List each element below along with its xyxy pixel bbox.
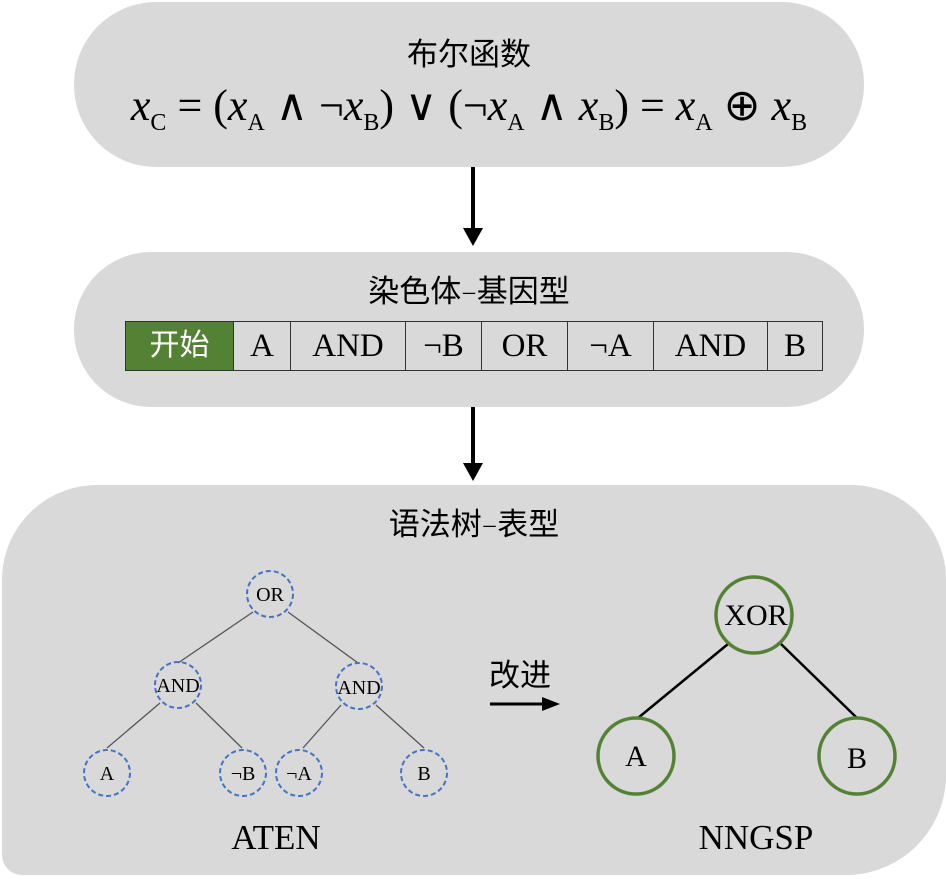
sub-a: A [695,110,713,136]
sub-c: C [150,110,167,136]
aten-node-not-b [219,749,267,797]
aten-edges [106,611,425,749]
op-or: ) ∨ (¬ [379,81,488,130]
aten-node-and-left [154,661,202,709]
aten-edge [287,611,359,664]
aten-label-b: B [417,763,430,785]
boolean-function-title: 布尔函数 [407,37,531,73]
var-xb: x [578,81,599,130]
aten-label-not-b: ¬B [231,763,256,785]
aten-caption: ATEN [231,818,320,857]
var-xc: x [130,81,151,130]
aten-label-or: OR [256,584,284,606]
aten-node-b [400,749,448,797]
aten-node-and-right [335,662,383,710]
op-eq-open: = ( [166,81,228,130]
var-xa: x [227,81,248,130]
sub-a: A [507,110,525,136]
arrowhead-2 [463,463,483,481]
arrowhead-1 [463,228,483,246]
sub-b: B [363,110,380,136]
boolean-function-panel: 布尔函数 xC = (xA ∧ ¬xB) ∨ (¬xA ∧ xB) = xA ⊕… [74,2,864,167]
aten-edge [106,702,161,749]
gene: B [783,328,806,364]
op-xor: ⊕ [712,81,772,130]
gene: AND [654,322,768,370]
nngsp-node-xor [714,575,794,655]
improve-arrowhead [542,697,560,711]
var-xb: x [343,81,364,130]
gene: A [234,322,291,370]
syntax-tree-panel: 语法树–表型 [2,485,946,875]
nngsp-label-a: A [625,740,647,773]
syntax-tree-title: 语法树–表型 [388,507,560,543]
gene: ¬A [568,322,654,370]
gene: ¬B [406,322,482,370]
aten-label-and: AND [156,675,199,697]
var-xb: x [771,81,792,130]
gene: AND [291,322,406,370]
aten-node-or [246,570,294,618]
var-xa: x [675,81,696,130]
nngsp-node-a [596,716,676,796]
aten-node-not-a [275,749,323,797]
gene: OR [482,322,568,370]
nngsp-label-b: B [847,742,867,775]
aten-label-and: AND [337,677,380,699]
aten-edge [375,704,425,749]
chromosome-genes: 开始 A AND ¬B OR ¬A AND B [125,321,823,371]
sub-a: A [247,110,265,136]
aten-edge [177,611,254,664]
sub-b: B [598,110,615,136]
nngsp-caption: NNGSP [699,818,814,857]
nngsp-label-xor: XOR [724,599,787,632]
boolean-formula: xC = (xA ∧ ¬xB) ∨ (¬xA ∧ xB) = xA ⊕ xB [74,80,864,137]
aten-edge [195,702,243,749]
var-xa: x [487,81,508,130]
aten-label-a: A [100,763,115,785]
aten-label-not-a: ¬A [286,763,312,785]
aten-node-a [83,749,131,797]
nngsp-edge [637,643,729,719]
nngsp-edge [780,643,858,719]
improve-label: 改进 [489,658,551,694]
down-arrow-1 [471,167,475,232]
down-arrow-2 [471,407,475,467]
chromosome-title: 染色体–基因型 [368,274,570,310]
op-and: ∧ [524,81,579,130]
gene-start: 开始 [126,322,234,370]
nngsp-node-b [817,716,897,796]
sub-b: B [791,110,808,136]
op-eq: ) = [614,81,676,130]
op-and-not: ∧ ¬ [264,81,344,130]
aten-edge [302,704,342,749]
